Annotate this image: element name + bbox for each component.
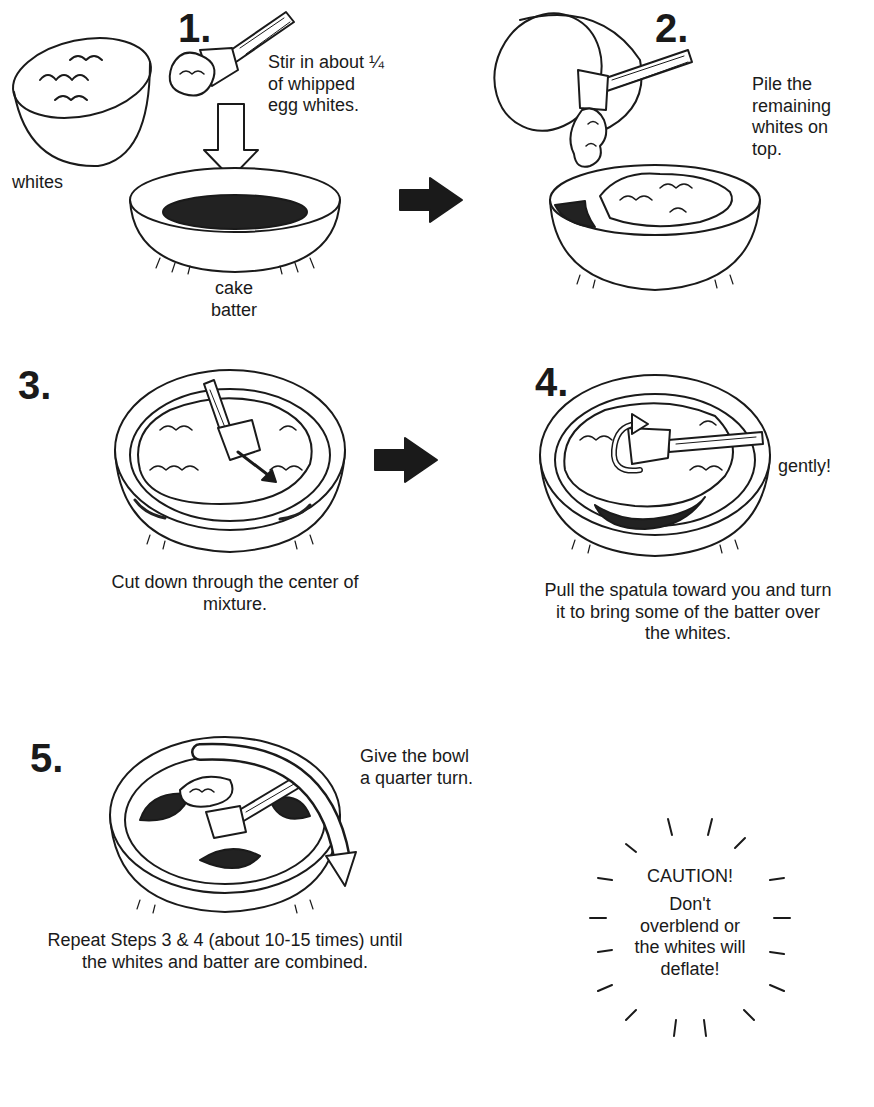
step-arrow: [375, 438, 437, 482]
sketch-stroke: [40, 56, 102, 100]
batter-bowl: [130, 168, 340, 274]
part-label: cake batter: [194, 278, 274, 321]
sketch-stroke: [206, 806, 246, 838]
mixing-bowl-top-view: [115, 370, 345, 552]
sketch-stroke: [555, 201, 595, 227]
step-caption: Pull the spatula toward you and turn it …: [543, 580, 833, 645]
sketch-stroke: [555, 394, 755, 526]
whites-bowl: [6, 26, 159, 166]
mixing-bowl-top-view: [540, 375, 770, 556]
sketch-stroke: [578, 70, 608, 110]
sketch-stroke: [190, 789, 214, 792]
instruction-note: Pile the remaining whites on top.: [752, 74, 862, 160]
sketch-stroke: [668, 432, 763, 452]
sketch-stroke: [130, 168, 340, 232]
sketch-stroke: [674, 1020, 706, 1036]
sketch-stroke: [180, 71, 204, 74]
sketch-stroke: [586, 122, 598, 147]
instruction-note: Give the bowl a quarter turn.: [360, 746, 478, 789]
caution-note: Don't overblend or the whites will defla…: [634, 894, 746, 980]
sketch-stroke: [570, 108, 606, 166]
step-number: 3.: [18, 365, 51, 405]
sketch-stroke: [115, 370, 345, 530]
sketch-stroke: [595, 497, 705, 529]
sketch-stroke: [668, 819, 745, 848]
sketch-stroke: [140, 794, 310, 869]
sketch-stroke: [600, 50, 692, 92]
sketch-stroke: [210, 390, 226, 430]
step-caption: Repeat Steps 3 & 4 (about 10-15 times) u…: [40, 930, 410, 973]
sketch-stroke: [156, 258, 314, 274]
sketch-stroke: [564, 403, 733, 506]
mixing-bowl-top-view: [110, 737, 340, 913]
sketch-stroke: [170, 53, 215, 96]
sketch-stroke: [620, 184, 692, 212]
sketch-stroke: [163, 195, 307, 229]
sketch-stroke: [632, 414, 648, 434]
caution-burst: [590, 819, 790, 1036]
step-number: 4.: [535, 362, 568, 402]
step-number: 5.: [30, 738, 63, 778]
sketch-stroke: [137, 900, 313, 913]
spatula: [570, 50, 692, 167]
spatula: [206, 776, 302, 838]
sketch-stroke: [262, 470, 276, 482]
sketch-stroke: [200, 752, 342, 858]
sketch-stroke: [130, 200, 340, 272]
step-number: 1.: [178, 8, 211, 48]
sketch-stroke: [147, 535, 313, 549]
sketch-stroke: [375, 438, 437, 482]
sketch-stroke: [400, 178, 462, 222]
step-caption: Cut down through the center of mixture.: [85, 572, 385, 615]
sketch-stroke: [240, 18, 290, 54]
sketch-stroke: [180, 777, 233, 807]
sketch-stroke: [135, 500, 310, 519]
sketch-stroke: [600, 173, 732, 226]
step-arrow: [400, 178, 462, 222]
spatula: [614, 414, 763, 471]
sketch-stroke: [540, 375, 770, 535]
sketch-stroke: [6, 26, 159, 129]
sketch-stroke: [326, 852, 356, 886]
sketch-stroke: [14, 62, 150, 166]
sketch-stroke: [550, 200, 760, 290]
sketch-stroke: [246, 784, 294, 812]
caution-heading: CAUTION!: [620, 866, 760, 888]
sketch-stroke: [612, 56, 688, 88]
part-label: whites: [12, 172, 63, 194]
sketch-stroke: [598, 985, 784, 1020]
sketch-stroke: [130, 389, 330, 521]
turn-arrow: [200, 752, 356, 886]
instruction-note: Stir in about ¼ of whipped egg whites.: [268, 52, 390, 117]
pour-arrow: [204, 104, 258, 178]
sketch-stroke: [676, 437, 756, 444]
sketch-stroke: [550, 165, 760, 235]
mixing-bowl: [550, 165, 760, 290]
sketch-stroke: [204, 104, 258, 178]
sketch-stroke: [572, 540, 738, 553]
step-number: 2.: [655, 8, 688, 48]
spatula: [204, 380, 276, 482]
instruction-note: gently!: [778, 456, 831, 478]
sketch-stroke: [577, 275, 733, 288]
sketch-stroke: [200, 752, 342, 858]
